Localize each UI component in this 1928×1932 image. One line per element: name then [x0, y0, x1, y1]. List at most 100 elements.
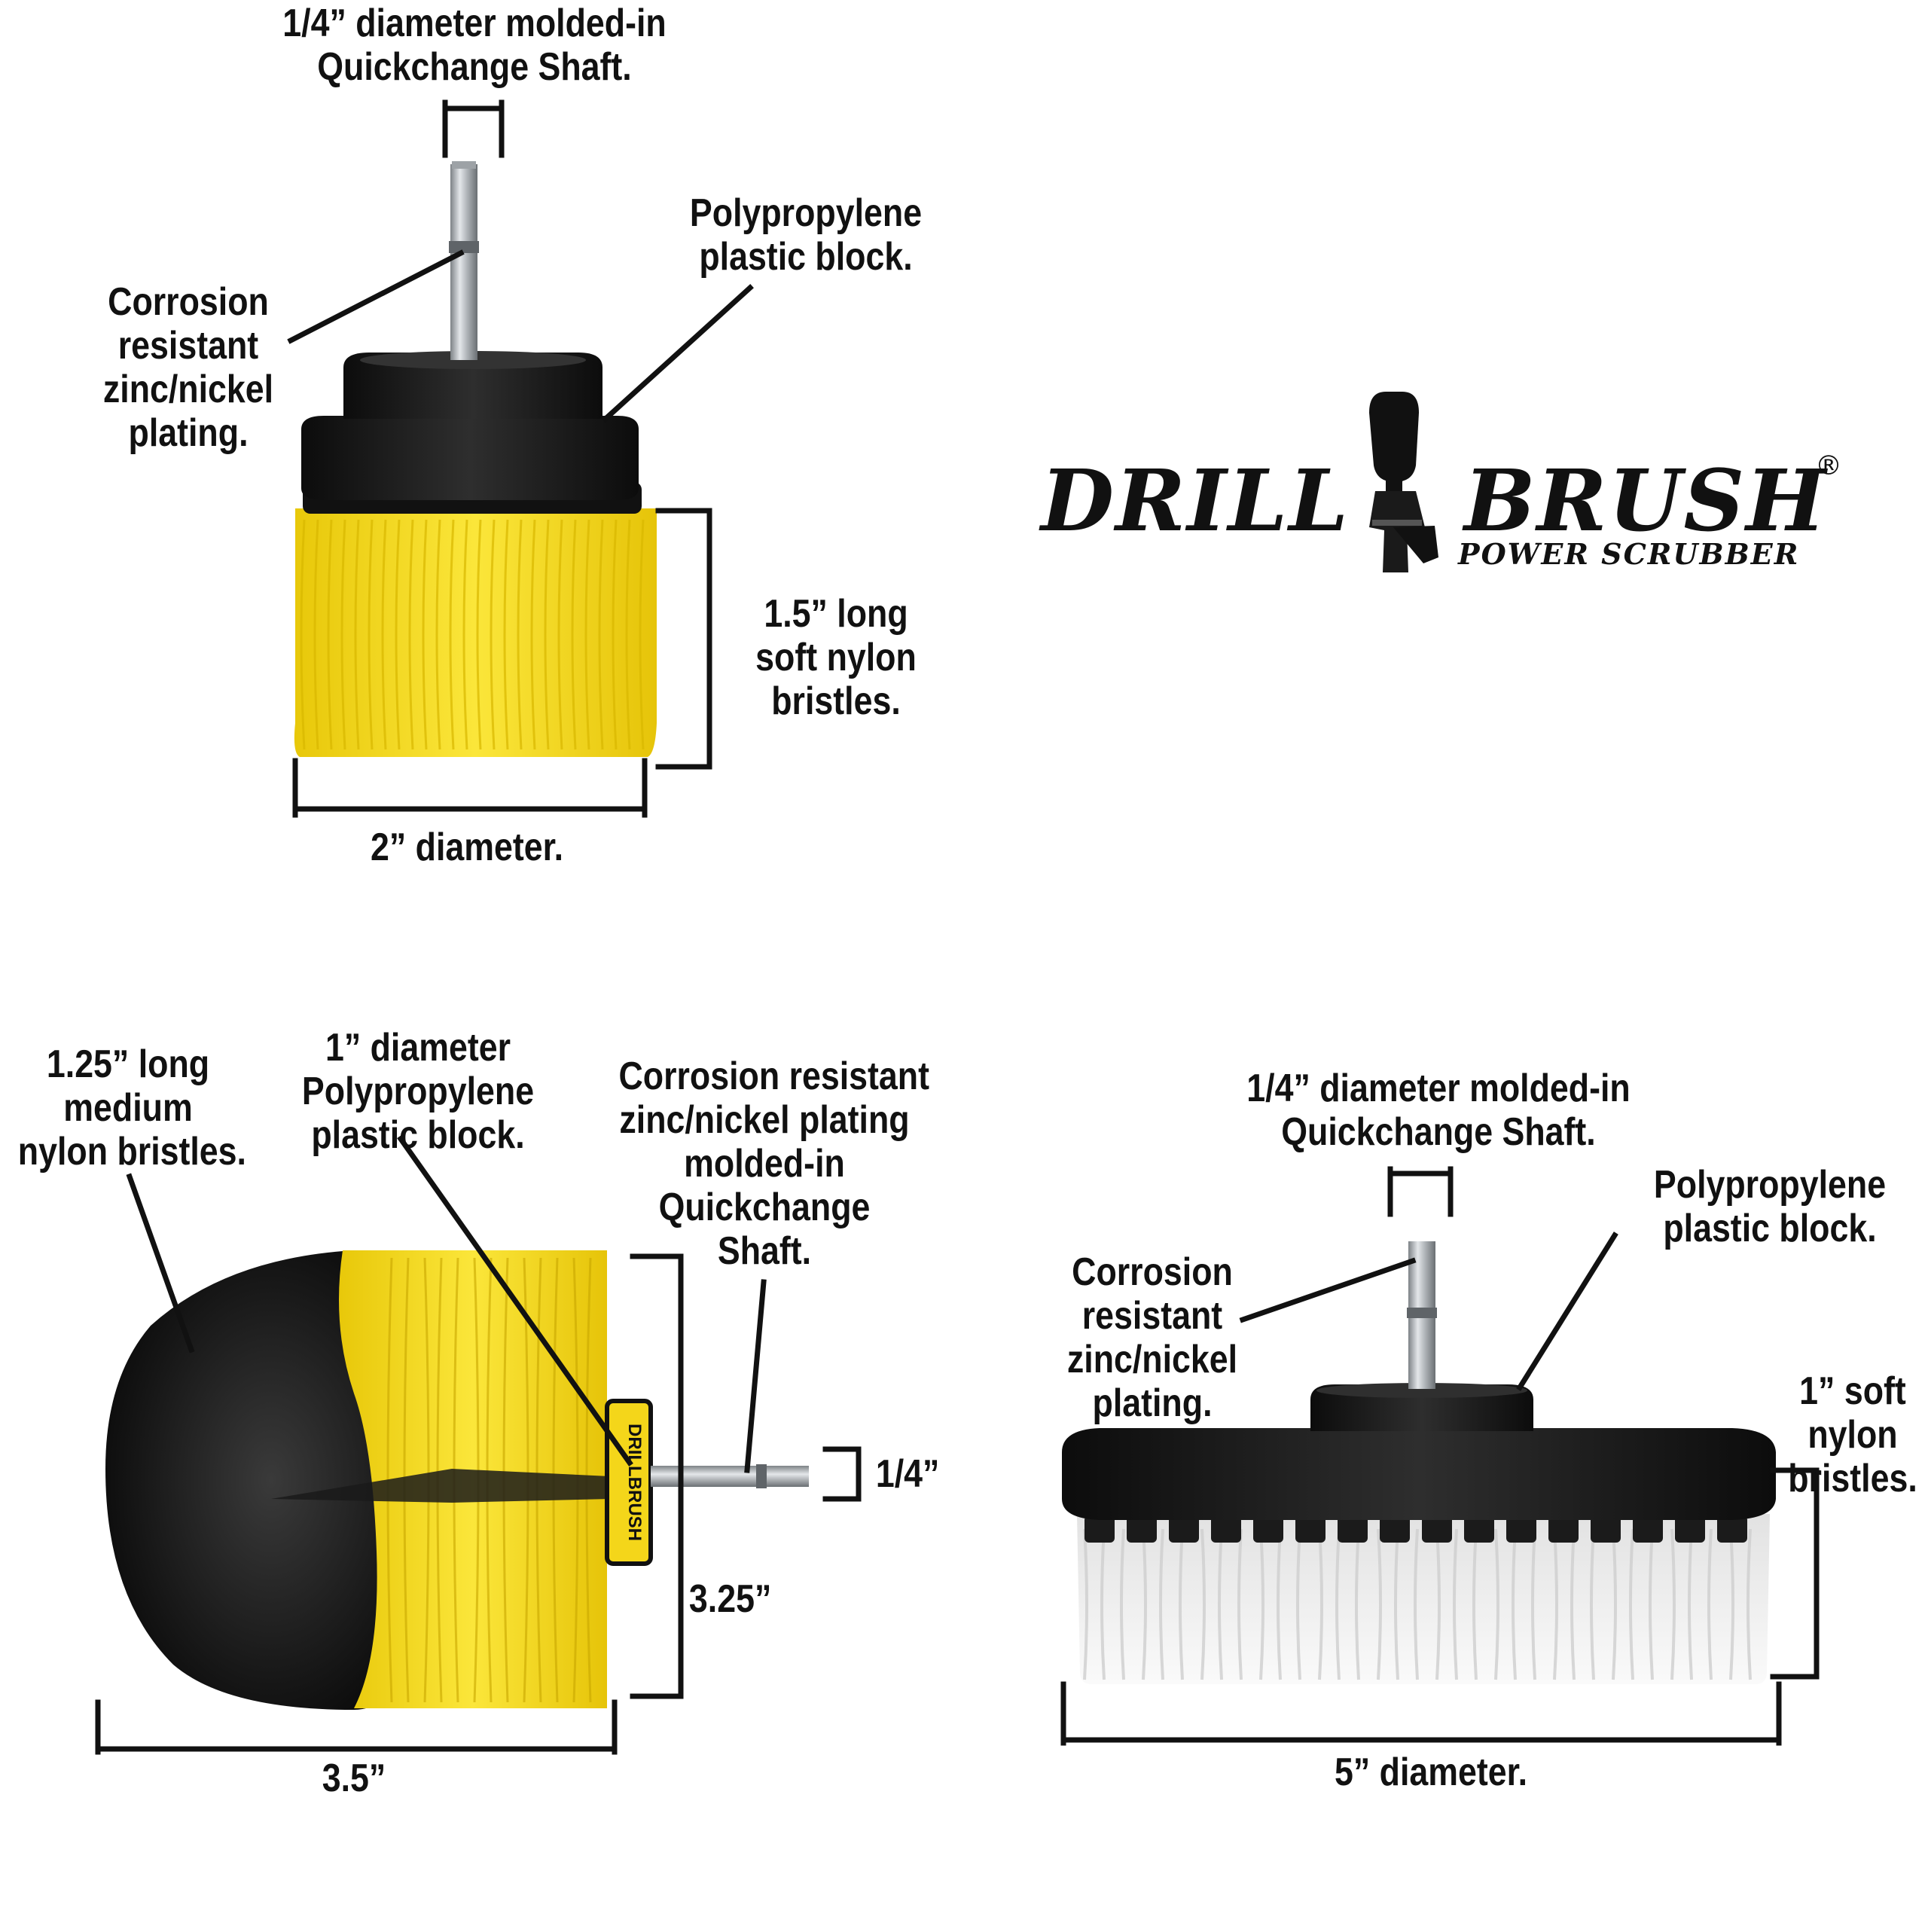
bristle-strand	[1435, 1528, 1441, 1680]
bristle-tuft-bases	[1084, 1515, 1747, 1543]
bottom-right-diameter-label: 5” diameter.	[1334, 1750, 1528, 1794]
block-upper-hub	[343, 353, 602, 419]
bristle-strand	[300, 519, 306, 750]
bristle-strand	[1142, 1528, 1147, 1680]
hex-shaft-horizontal	[651, 1466, 809, 1487]
bottom-left-bristle-label: 1.25” long medium nylon bristles.	[17, 1042, 246, 1174]
bristle-strand	[1259, 1528, 1264, 1680]
bristle-strand	[1746, 1528, 1752, 1680]
bristle-strand	[1335, 1528, 1341, 1680]
bristle-strand	[1531, 1528, 1536, 1680]
tuft-base	[1169, 1515, 1199, 1543]
shaft-size-bracket	[822, 1446, 862, 1502]
bristle-strand	[584, 519, 590, 750]
bristle-strand	[530, 519, 536, 750]
bristle-strand	[1179, 1528, 1184, 1680]
bristle-strand	[476, 519, 482, 750]
round-brush-2in	[294, 161, 657, 757]
bristle-strands	[1083, 1528, 1752, 1680]
black-bristle-dome	[105, 1250, 407, 1710]
top-left-bristle-label: 1.5” long soft nylon bristles.	[755, 592, 917, 723]
shaft-leader	[744, 1279, 767, 1473]
bristle-strand	[1453, 1528, 1458, 1680]
shaft-groove	[756, 1464, 767, 1488]
bottom-right-shaft-label: 1/4” diameter molded-in Quickchange Shaf…	[1246, 1067, 1631, 1154]
tuft-base	[1633, 1515, 1663, 1543]
bristle-strands	[300, 519, 645, 750]
diameter-bracket	[1060, 1681, 1782, 1746]
drill-with-brush-icon	[1369, 392, 1438, 572]
bristle-strand	[327, 519, 333, 750]
logo-word-drill: DRILL	[1041, 452, 1350, 551]
top-left-block-label: Polypropylene plastic block.	[689, 191, 923, 279]
bristle-strand	[1200, 1528, 1206, 1680]
bristle-strand	[1159, 1528, 1164, 1680]
tuft-base	[1422, 1515, 1452, 1543]
block-leader	[397, 1135, 633, 1467]
bristle-strand	[544, 519, 550, 750]
bristle-strand	[639, 519, 645, 750]
tuft-base	[1591, 1515, 1621, 1543]
bristle-strand	[1414, 1528, 1419, 1680]
tuft-base	[1084, 1515, 1115, 1543]
bristle-strand	[1688, 1528, 1693, 1680]
bottom-left-shaft-size-label: 1/4”	[875, 1452, 940, 1496]
bristle-strand	[354, 519, 360, 750]
bristle-strand	[1083, 1528, 1088, 1680]
bristle-strand	[1670, 1528, 1676, 1680]
shaft-width-bracket	[1387, 1166, 1454, 1217]
shaft-groove	[1407, 1308, 1437, 1318]
cap-brand-text: DRILLBRUSH	[624, 1424, 645, 1541]
shaft-width-bracket	[442, 99, 505, 158]
bristle-strand	[490, 519, 496, 750]
bristle-strand	[1570, 1528, 1576, 1680]
bristle-strand	[462, 519, 468, 750]
bristle-strand	[1277, 1528, 1282, 1680]
bristle-strand	[598, 519, 604, 750]
bristle-height-bracket	[655, 508, 712, 770]
bottom-right-block-label: Polypropylene plastic block.	[1653, 1163, 1887, 1250]
height-bracket	[630, 1253, 684, 1699]
bristle-strand	[571, 519, 577, 750]
bristle-strand	[612, 519, 618, 750]
tuft-base	[1675, 1515, 1705, 1543]
bottom-right-plating-label: Corrosion resistant zinc/nickel plating.	[1066, 1250, 1238, 1425]
bristle-strand	[449, 519, 455, 750]
yellow-bristles-soft	[294, 508, 657, 757]
shaft-groove	[449, 241, 479, 253]
bottom-left-height-label: 3.25”	[688, 1577, 772, 1621]
plating-leader	[287, 249, 465, 344]
block-disk	[1062, 1428, 1776, 1520]
hub-top-face	[1316, 1383, 1527, 1398]
bristle-strand	[1296, 1528, 1301, 1680]
bristle-strand	[408, 519, 414, 750]
bristle-leader	[126, 1173, 195, 1354]
logo-tagline: POWER SCRUBBER	[1458, 537, 1800, 571]
bristle-strand	[517, 519, 523, 750]
bristle-strand	[625, 519, 631, 750]
bristle-strand	[1512, 1528, 1517, 1680]
bristle-strand	[1629, 1528, 1634, 1680]
tuft-base	[1127, 1515, 1157, 1543]
logo-word-brush: BRUSH	[1464, 452, 1828, 551]
white-bristles-soft	[1077, 1514, 1770, 1684]
bristle-strand	[1553, 1528, 1558, 1680]
logo-registered-mark: ®	[1815, 450, 1842, 481]
bristle-strand	[1318, 1528, 1323, 1680]
tuft-base	[1717, 1515, 1747, 1543]
inner-cone-block	[271, 1469, 610, 1503]
tuft-base	[1295, 1515, 1326, 1543]
bristle-strand	[1394, 1528, 1399, 1680]
top-left-shaft-label: 1/4” diameter molded-in Quickchange Shaf…	[282, 2, 667, 89]
bristle-strand	[368, 519, 374, 750]
block-leader	[602, 284, 754, 423]
tuft-base	[1253, 1515, 1283, 1543]
bottom-left-block-label: 1” diameter Polypropylene plastic block.	[301, 1026, 535, 1157]
bristle-strand	[1377, 1528, 1382, 1680]
bristle-strand	[1707, 1528, 1713, 1680]
width-bracket	[95, 1699, 618, 1755]
tuft-base	[1380, 1515, 1410, 1543]
tuft-base	[1464, 1515, 1494, 1543]
shaft-tip	[452, 161, 476, 169]
